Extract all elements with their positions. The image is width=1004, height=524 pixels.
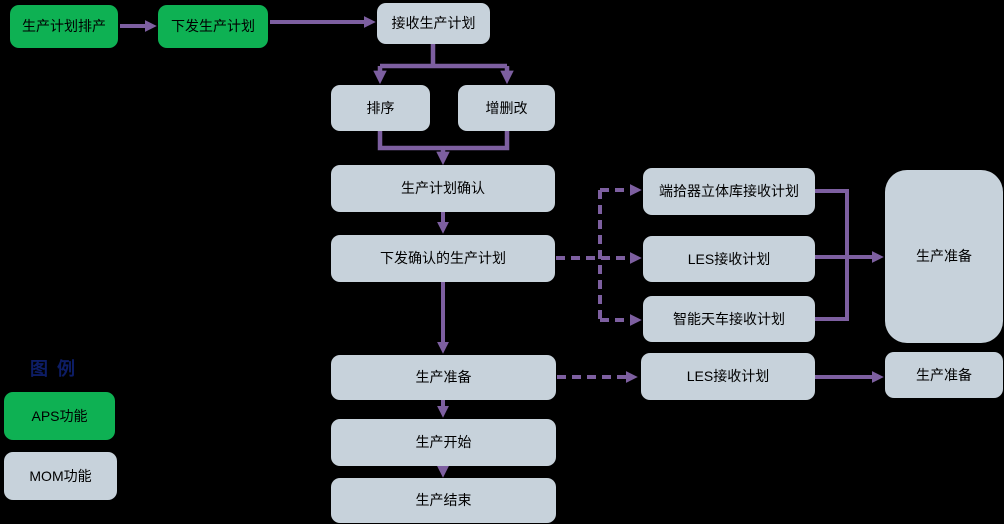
node-release-confirmed-plan: 下发确认的生产计划 [331, 235, 555, 282]
node-release-plan: 下发生产计划 [158, 5, 268, 48]
node-production-prep-mid: 生产准备 [331, 355, 556, 400]
node-sort: 排序 [331, 85, 430, 131]
connector-right-merge [815, 189, 849, 321]
node-production-prep-right-big: 生产准备 [885, 170, 1003, 343]
connector-merge [377, 131, 510, 151]
legend-title: 图 例 [30, 359, 78, 379]
node-les-receive-1: LES接收计划 [643, 236, 815, 282]
node-receive-plan: 接收生产计划 [377, 3, 490, 44]
legend-item-aps: APS功能 [4, 392, 115, 440]
node-production-prep-right-small: 生产准备 [885, 352, 1003, 398]
legend-item-mom: MOM功能 [4, 452, 117, 500]
node-add-delete-modify: 增删改 [458, 85, 555, 131]
connector-receive-split [380, 44, 507, 69]
node-confirm-plan: 生产计划确认 [331, 165, 555, 212]
node-les-receive-2: LES接收计划 [641, 353, 815, 400]
node-plan-scheduling: 生产计划排产 [10, 5, 118, 48]
node-production-start: 生产开始 [331, 419, 556, 466]
node-smart-crane-receive: 智能天车接收计划 [643, 296, 815, 342]
node-gripper-warehouse-receive: 端拾器立体库接收计划 [643, 168, 815, 215]
node-production-end: 生产结束 [331, 478, 556, 523]
